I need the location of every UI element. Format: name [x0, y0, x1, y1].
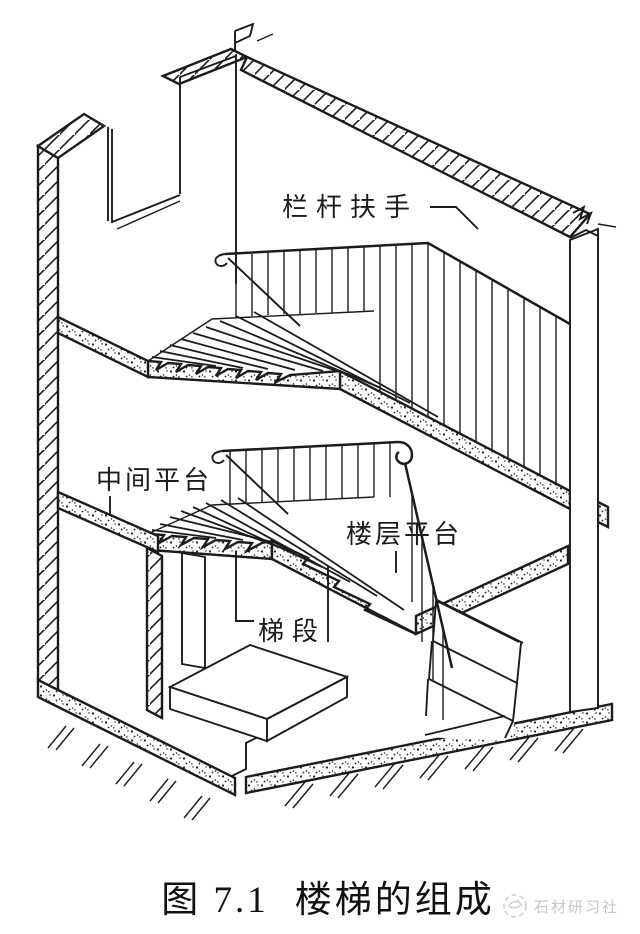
- cut-walls: [35, 22, 617, 708]
- caption-number: 图 7.1: [161, 880, 269, 921]
- right-column: [569, 227, 599, 714]
- label-flight: 梯段: [258, 617, 326, 646]
- handrail-curl: [395, 440, 414, 465]
- label-floor-landing: 楼层平台: [346, 520, 462, 549]
- flight-section-sawtooth: [146, 359, 342, 391]
- left-wall-section: [36, 143, 60, 694]
- caption-title: 楼梯的组成: [295, 879, 495, 921]
- watermark-logo-icon: [503, 894, 527, 918]
- leader-handrail: [430, 206, 479, 230]
- label-intermediate-landing: 中间平台: [96, 466, 212, 495]
- middle-railing: [211, 440, 414, 515]
- label-handrail: 栏杆扶手: [282, 193, 418, 222]
- middle-flight: [56, 490, 570, 636]
- leader-flight: [235, 552, 254, 622]
- upper-flight: [56, 310, 439, 418]
- under-landing-structure: [145, 546, 350, 743]
- second-floor-slab: [338, 369, 610, 529]
- handrail: [224, 241, 571, 326]
- handrail-lower: [403, 462, 454, 669]
- balusters: [235, 243, 557, 484]
- upper-flight-treads: [151, 311, 439, 418]
- landing-support-wall-section: [145, 546, 164, 720]
- middle-flight-treads: [151, 497, 405, 611]
- mid-landing-edge: [56, 490, 160, 554]
- figure-caption: 图 7.1 楼梯的组成: [161, 879, 495, 921]
- upper-railing: [214, 241, 571, 484]
- watermark-text: 石材研习社: [534, 899, 619, 916]
- handrail-end-curl: [214, 253, 228, 267]
- lower-flight: [424, 599, 524, 741]
- upper-mid-landing-edge: [56, 315, 150, 379]
- lower-railing: [403, 462, 454, 720]
- watermark: 石材研习社: [503, 894, 619, 918]
- handrail-mid: [221, 440, 399, 453]
- callouts: 栏杆扶手 中间平台 楼层平台 梯段: [96, 193, 479, 646]
- soil-hatch: [47, 725, 584, 821]
